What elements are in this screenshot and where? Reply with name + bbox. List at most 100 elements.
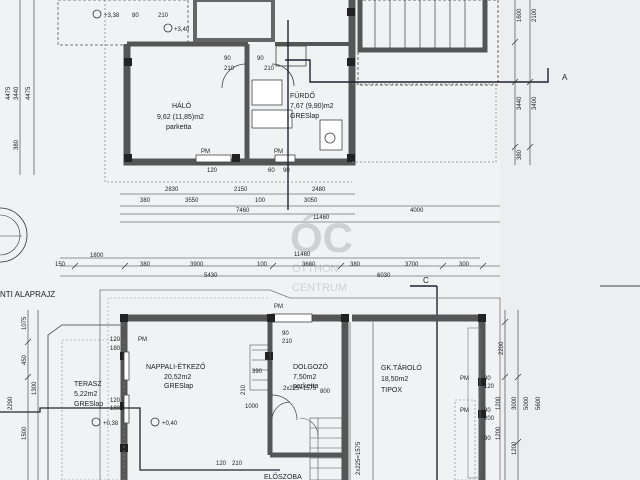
svg-text:120: 120	[484, 384, 495, 390]
upper-dims-row4: 11460	[313, 215, 330, 221]
upper-dimension-lines	[120, 193, 500, 223]
svg-text:1200: 1200	[496, 396, 502, 410]
room-halo: HÁLÓ 9,62 (11,85)m2 parketta	[157, 101, 204, 131]
svg-text:1200: 1200	[512, 441, 518, 455]
svg-text:120: 120	[207, 168, 218, 174]
svg-text:1800: 1800	[90, 253, 104, 259]
svg-text:150: 150	[55, 262, 66, 268]
svg-text:180: 180	[110, 346, 121, 352]
lower-small-labels: PM PM PM PM 120 180 120 180 90 210 390 2…	[110, 304, 502, 475]
svg-text:210: 210	[241, 384, 247, 395]
svg-text:GRESlap: GRESlap	[290, 113, 319, 120]
svg-text:PM: PM	[274, 304, 283, 310]
svg-text:NAPPALI-ÉTKEZŐ: NAPPALI-ÉTKEZŐ	[146, 362, 206, 371]
lower-right-vertical-dims: 2200 1200 3000 5000 5600	[499, 341, 542, 455]
svg-text:210: 210	[232, 461, 243, 467]
svg-text:7,50m2: 7,50m2	[293, 374, 316, 381]
svg-text:90: 90	[484, 376, 491, 382]
lower-dims-row1: 150 1800 380 3900 100 3680 380 3700 300	[55, 253, 470, 268]
upper-floor-plan: +3,38 +3,40 80 210	[6, 0, 568, 223]
svg-text:2480: 2480	[312, 187, 326, 193]
svg-text:ÓC: ÓC	[290, 213, 353, 261]
svg-text:GK.TÁROLÓ: GK.TÁROLÓ	[381, 363, 422, 372]
svg-text:3400: 3400	[532, 96, 538, 110]
svg-text:3000: 3000	[512, 396, 518, 410]
svg-text:300: 300	[459, 262, 470, 268]
svg-text:60: 60	[268, 168, 275, 174]
svg-text:200: 200	[484, 416, 495, 422]
svg-text:6030: 6030	[377, 273, 391, 279]
svg-text:PM: PM	[460, 376, 469, 382]
svg-text:90: 90	[257, 56, 264, 62]
svg-text:1600: 1600	[517, 8, 523, 22]
upper-right-vertical-dims: 1600 2100 3440 3400 380	[517, 8, 538, 160]
svg-text:PM: PM	[274, 149, 283, 155]
svg-text:GRESlap: GRESlap	[74, 401, 103, 408]
svg-text:210: 210	[282, 339, 293, 345]
lower-dimension-lines: 11460 150 1800 380 3900 100 3680 380 370…	[55, 252, 500, 279]
north-arrow-icon	[0, 207, 28, 263]
room-dolgozo: DOLGOZÓ 7,50m2 parketta	[293, 362, 329, 390]
svg-text:450: 450	[22, 354, 28, 365]
level-marker-upper-2: +3,40	[163, 23, 190, 33]
svg-text:20,52m2: 20,52m2	[164, 374, 191, 381]
svg-text:120: 120	[216, 461, 227, 467]
svg-text:GRESlap: GRESlap	[164, 383, 193, 390]
svg-text:4475: 4475	[6, 86, 12, 100]
svg-text:PM: PM	[138, 337, 147, 343]
svg-text:+3,40: +3,40	[174, 27, 190, 33]
svg-text:1075: 1075	[22, 316, 28, 330]
section-c-label: C	[423, 276, 429, 285]
svg-text:3440: 3440	[517, 96, 523, 110]
svg-text:90: 90	[484, 408, 491, 414]
room-eloszoba: ELŐSZOBA	[264, 472, 302, 480]
svg-text:TIPOX: TIPOX	[381, 387, 402, 394]
lower-floor-plan: +0,38 +0,40 PM PM PM PM 120 180 120 180 …	[0, 289, 542, 480]
svg-text:210: 210	[224, 66, 235, 72]
level-marker-lower-1: +0,38	[91, 417, 119, 427]
lower-dims-row0: 11460	[294, 252, 311, 258]
upper-small-labels: PM PM 120 60 90 90 210 90 210	[201, 56, 290, 174]
lower-left-vertical-dims: 1075 450 1300 2290 1500	[8, 316, 38, 440]
svg-text:380: 380	[140, 262, 151, 268]
svg-text:90: 90	[484, 436, 491, 442]
level-marker-lower-2: +0,40	[150, 417, 178, 427]
svg-text:3050: 3050	[304, 198, 318, 204]
svg-text:+0,38: +0,38	[103, 421, 119, 427]
svg-text:380: 380	[350, 262, 361, 268]
svg-text:7,67 (9,90)m2: 7,67 (9,90)m2	[290, 103, 334, 110]
svg-text:+3,38: +3,38	[104, 13, 120, 19]
room-furdo: FÜRDŐ 7,67 (9,90)m2 GRESlap	[290, 91, 334, 120]
svg-text:parketta: parketta	[166, 124, 191, 131]
svg-text:TERASZ: TERASZ	[74, 381, 102, 388]
svg-text:2x225=1575: 2x225=1575	[356, 441, 362, 475]
svg-text:2200: 2200	[499, 341, 505, 355]
svg-text:120: 120	[110, 337, 121, 343]
room-nappali: NAPPALI-ÉTKEZŐ 20,52m2 GRESlap	[146, 362, 206, 390]
upper-left-vertical-dims: 4475 3440 4475 380	[6, 86, 32, 150]
svg-text:180: 180	[110, 406, 121, 412]
svg-text:380: 380	[517, 149, 523, 160]
svg-text:120: 120	[110, 398, 121, 404]
svg-text:3550: 3550	[185, 198, 199, 204]
upper-dims-row1: 2830 2150 2480	[165, 187, 326, 193]
room-garage: GK.TÁROLÓ 18,50m2 TIPOX	[381, 363, 422, 394]
svg-text:+0,40: +0,40	[162, 421, 178, 427]
svg-text:1200: 1200	[496, 426, 502, 440]
svg-text:18,50m2: 18,50m2	[381, 376, 408, 383]
svg-text:DOLGOZÓ: DOLGOZÓ	[293, 362, 329, 371]
svg-text:3680: 3680	[302, 262, 316, 268]
upper-dims-row2: 380 3550 100 3050 4000	[140, 198, 424, 214]
svg-text:380: 380	[14, 139, 20, 150]
svg-text:2100: 2100	[532, 8, 538, 22]
svg-text:2150: 2150	[234, 187, 248, 193]
svg-text:80: 80	[132, 13, 139, 19]
svg-text:100: 100	[255, 198, 266, 204]
svg-text:4000: 4000	[410, 208, 424, 214]
svg-text:390: 390	[252, 369, 263, 375]
svg-text:2290: 2290	[8, 396, 14, 410]
svg-text:FÜRDŐ: FÜRDŐ	[290, 91, 315, 100]
svg-text:210: 210	[264, 66, 275, 72]
svg-text:5600: 5600	[536, 396, 542, 410]
